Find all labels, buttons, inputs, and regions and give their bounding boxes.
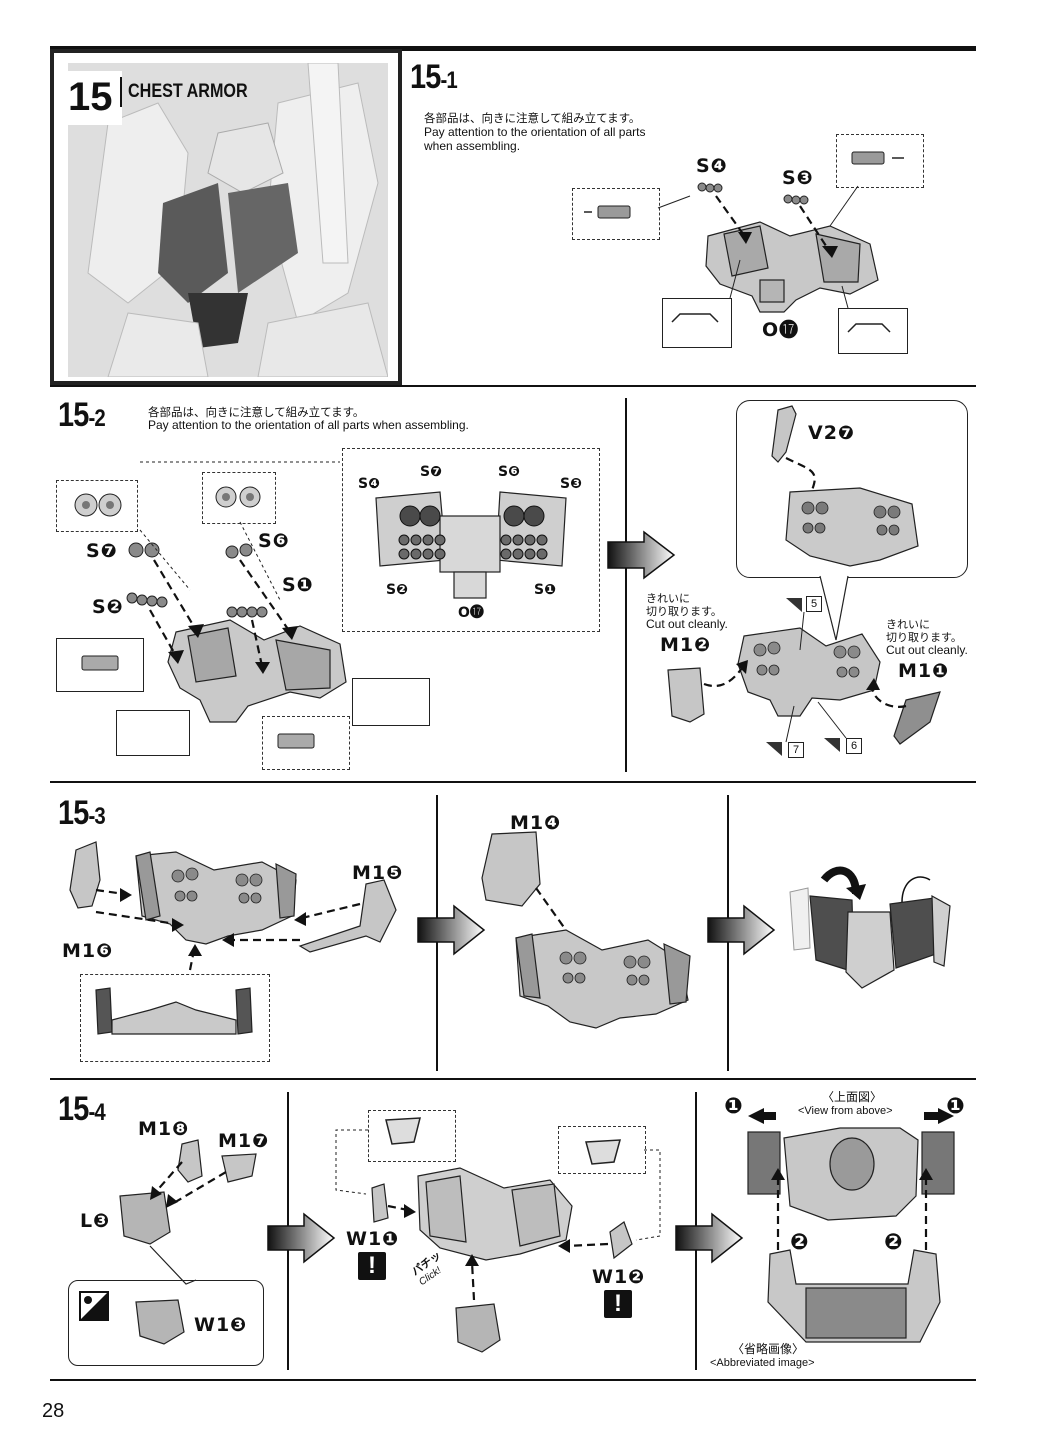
part-label-w1-3: W1❸: [194, 1314, 248, 1336]
order-marker-2-left: ❷: [790, 1230, 809, 1255]
step-15-3-diagram: [69, 831, 951, 1035]
part-label-w1-1: W1❶: [346, 1228, 400, 1250]
step-15-2-right-diagram: [667, 405, 941, 756]
part-label-w1-2: W1❷: [592, 1266, 646, 1288]
part-label-s6: S❻: [258, 530, 290, 552]
abbreviated-image-jp: 〈省略画像〉: [732, 1342, 805, 1356]
order-marker-1-right: ❶: [946, 1094, 965, 1119]
part-label-m1-4: M1❹: [510, 812, 562, 834]
step-15-1-en-note-2: when assembling.: [424, 139, 521, 153]
part-label-o17: O⓱: [762, 319, 800, 341]
gate-tag-7: 7: [788, 742, 804, 758]
view-from-above-en: <View from above>: [798, 1105, 893, 1117]
overview-label-s4: S❹: [358, 476, 380, 492]
chest-armor-photo-panel: 15 CHEST ARMOR: [50, 49, 402, 385]
view-from-above-jp: 〈上面図〉: [822, 1090, 883, 1104]
step-15-3-number: 15-3: [58, 794, 106, 832]
detail-box-s6: [202, 472, 276, 524]
part-label-s3: S❸: [782, 167, 814, 189]
overview-label-s2: S❷: [386, 582, 408, 598]
part-label-s2: S❷: [92, 596, 124, 618]
gate-tag-5: 5: [806, 596, 822, 612]
cut-note-left: きれいに 切り取ります。 Cut out cleanly.: [646, 592, 728, 631]
part-label-m1-7: M1❼: [218, 1130, 270, 1152]
step-number-box: 15: [64, 71, 122, 125]
step-15-1-diagram: [584, 151, 904, 333]
part-label-s4: S❹: [696, 155, 728, 177]
step-15-2-left-diagram: [74, 461, 567, 749]
part-label-m1-1: M1❶: [898, 660, 950, 682]
detail-box-bottom-left: [662, 298, 732, 348]
part-label-m1-2: M1❷: [660, 634, 712, 656]
step-title: CHEST ARMOR: [128, 81, 248, 102]
part-label-v2: V2❼: [808, 422, 856, 444]
order-marker-2-right: ❷: [884, 1230, 903, 1255]
step-number: 15: [68, 75, 113, 119]
detail-box-lower-right: [352, 678, 430, 726]
section-4-bottom-rule: [50, 1379, 976, 1381]
section-1-bottom-rule: [50, 385, 976, 387]
part-label-s1: S❶: [282, 574, 314, 596]
section-3-bottom-rule: [50, 1078, 976, 1080]
overview-label-s7: S❼: [420, 464, 442, 480]
overview-label-s1: S❶: [534, 582, 556, 598]
step-15-1-en-note-1: Pay attention to the orientation of all …: [424, 125, 646, 139]
detail-box-lower-left: [116, 710, 190, 756]
step-15-2-jp-note: 各部品は、向きに注意して組み立てます。: [148, 405, 365, 419]
step-15-1-jp-note: 各部品は、向きに注意して組み立てます。: [424, 111, 641, 125]
section-2-divider: [625, 398, 627, 772]
step-15-4-number: 15-4: [58, 1090, 106, 1128]
cut-note-right: きれいに 切り取ります。 Cut out cleanly.: [886, 618, 968, 657]
top-rule: [50, 46, 976, 51]
mecha-chest-photo: [68, 63, 388, 377]
overview-label-o17: O⓱: [458, 605, 484, 621]
step-15-1-number: 15-1: [410, 58, 458, 96]
part-label-m1-8: M1❽: [138, 1118, 190, 1140]
step-title-bar: [120, 77, 122, 107]
order-marker-1-left: ❶: [724, 1094, 743, 1119]
part-label-s7: S❼: [86, 540, 118, 562]
step-15-2-en-note: Pay attention to the orientation of all …: [148, 418, 469, 432]
step-15-4-diagram: [79, 1108, 955, 1353]
overview-label-s3: S❸: [560, 476, 582, 492]
part-label-m1-6: M1❻: [62, 940, 114, 962]
part-label-l3: L❸: [80, 1210, 111, 1232]
part-label-m1-5: M1❺: [352, 862, 404, 884]
gate-tag-6: 6: [846, 738, 862, 754]
page-number: 28: [42, 1400, 65, 1422]
step-15-2-number: 15-2: [58, 396, 106, 434]
warning-icon-w1-1: !: [358, 1252, 386, 1280]
overview-label-s6: S❻: [498, 464, 520, 480]
section-2-bottom-rule: [50, 781, 976, 783]
warning-icon-w1-2: !: [604, 1290, 632, 1318]
abbreviated-image-en: <Abbreviated image>: [710, 1357, 815, 1369]
